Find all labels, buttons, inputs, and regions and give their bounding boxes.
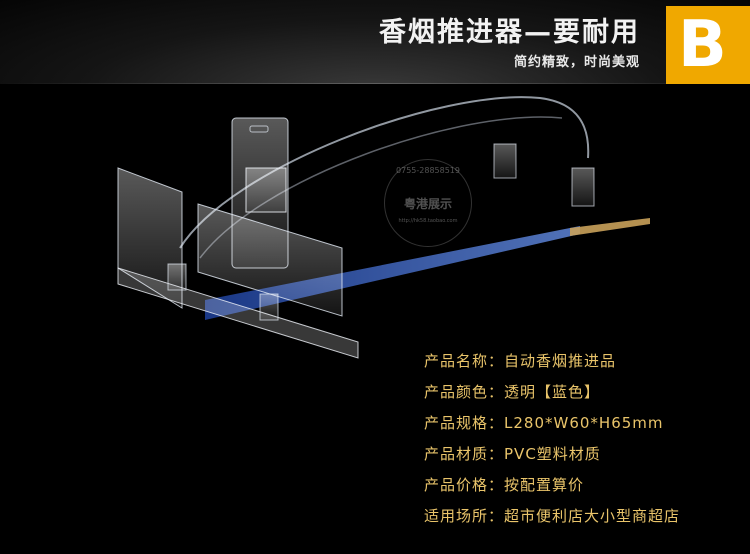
spec-value: PVC塑料材质 bbox=[504, 445, 601, 463]
spec-label: 产品规格： bbox=[424, 414, 505, 432]
spec-value: 透明【蓝色】 bbox=[504, 383, 601, 401]
product-image bbox=[117, 96, 650, 359]
spec-value: 超市便利店大小型商超店 bbox=[504, 507, 681, 525]
spec-label: 产品名称： bbox=[424, 352, 505, 370]
pusher-cube bbox=[245, 167, 287, 213]
spec-value: 自动香烟推进品 bbox=[504, 352, 617, 370]
header-band: 香烟推进器—要耐用 简约精致，时尚美观 bbox=[0, 0, 750, 84]
front-clip-a bbox=[167, 263, 187, 291]
badge-letter: B bbox=[678, 8, 727, 82]
front-clip-b bbox=[259, 293, 279, 321]
spec-row-name: 产品名称：自动香烟推进品 bbox=[424, 346, 744, 377]
spec-row-size: 产品规格：L280*W60*H65mm bbox=[424, 408, 744, 439]
store-watermark: 0755-28858519 粤港展示 http://hk58.taobao.co… bbox=[384, 159, 472, 247]
spec-value: L280*W60*H65mm bbox=[504, 414, 664, 432]
spec-row-material: 产品材质：PVC塑料材质 bbox=[424, 439, 744, 470]
page-subtitle: 简约精致，时尚美观 bbox=[513, 55, 640, 70]
spec-label: 产品颜色： bbox=[424, 383, 505, 401]
spec-label: 适用场所： bbox=[424, 507, 505, 525]
spec-label: 产品材质： bbox=[424, 445, 505, 463]
watermark-phone: 0755-28858519 bbox=[396, 166, 460, 175]
page-title: 香烟推进器—要耐用 bbox=[379, 17, 640, 48]
pusher-slot bbox=[249, 125, 269, 133]
spec-list: 产品名称：自动香烟推进品 产品颜色：透明【蓝色】 产品规格：L280*W60*H… bbox=[424, 346, 744, 532]
section-badge: B bbox=[666, 6, 750, 84]
spec-value: 按配置算价 bbox=[504, 476, 585, 494]
front-divider-right bbox=[197, 203, 343, 317]
watermark-url: http://hk58.taobao.com bbox=[398, 218, 458, 224]
right-clip-a bbox=[493, 143, 517, 179]
right-clip-b bbox=[571, 167, 595, 207]
tail-strip bbox=[570, 218, 650, 236]
watermark-name: 粤港展示 bbox=[403, 197, 452, 211]
spec-row-venue: 适用场所：超市便利店大小型商超店 bbox=[424, 501, 744, 532]
spec-row-price: 产品价格：按配置算价 bbox=[424, 470, 744, 501]
spec-label: 产品价格： bbox=[424, 476, 505, 494]
spec-row-color: 产品颜色：透明【蓝色】 bbox=[424, 377, 744, 408]
